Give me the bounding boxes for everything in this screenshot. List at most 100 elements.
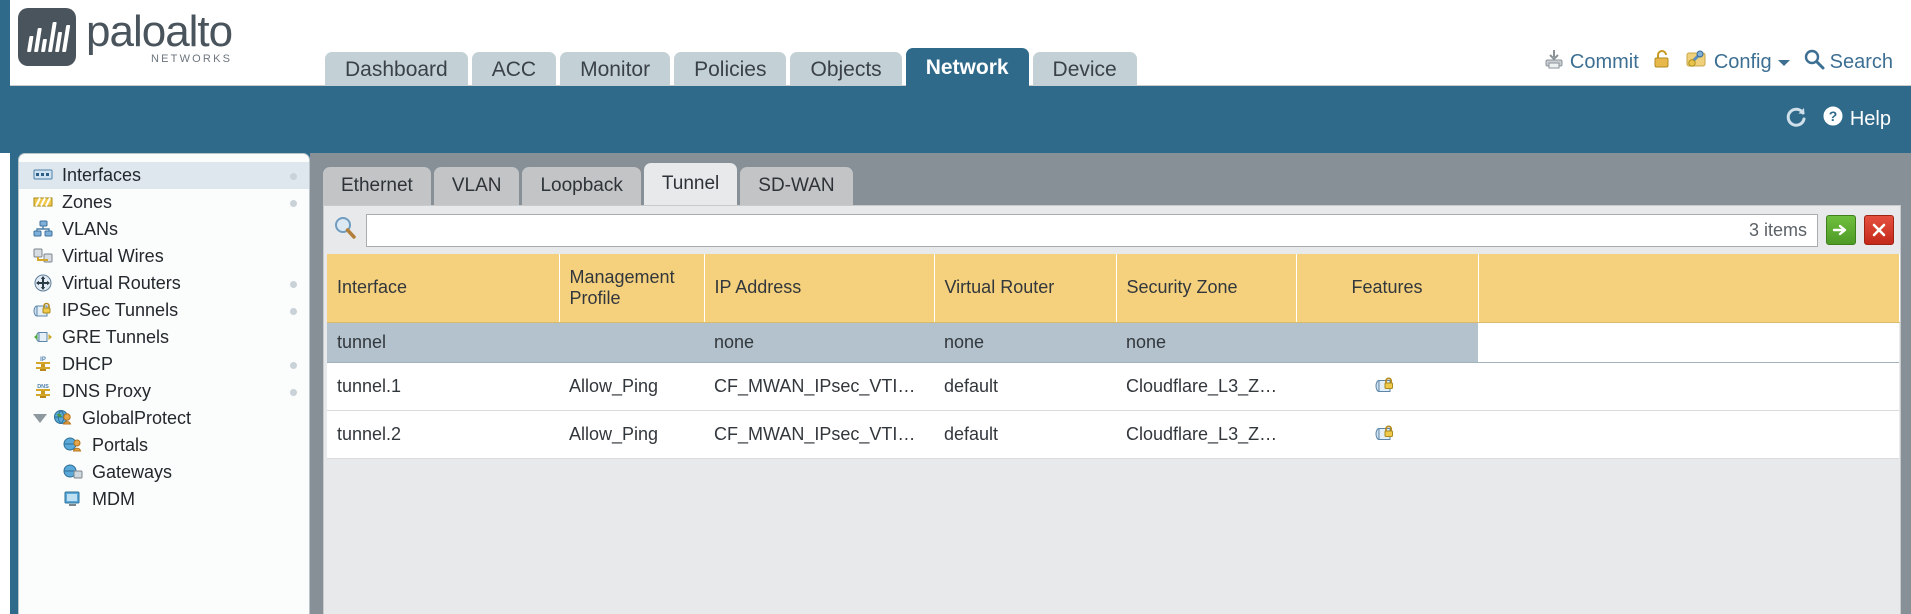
commit-icon	[1543, 48, 1565, 76]
sidebar-item-zones[interactable]: Zones	[19, 189, 309, 216]
dhcp-icon: IP	[33, 355, 55, 374]
expand-collapse-triangle-icon[interactable]	[33, 414, 47, 423]
sidebar-item-interfaces[interactable]: Interfaces	[19, 162, 309, 189]
sidebar-item-status-dot	[290, 200, 297, 207]
sidebar-item-gre-tunnels[interactable]: GRE Tunnels	[19, 324, 309, 351]
sidebar-item-label: DNS Proxy	[62, 381, 152, 401]
sidebar-item-virtual-routers[interactable]: Virtual Routers	[19, 270, 309, 297]
search-magnifier-icon	[332, 215, 358, 246]
cell-management-profile: Allow_Ping	[559, 362, 704, 411]
subtab-vlan[interactable]: VLAN	[433, 167, 520, 205]
virtual-routers-icon	[33, 274, 55, 293]
cell-management-profile	[559, 322, 704, 363]
mdm-icon	[63, 490, 85, 509]
cell-spacer	[1478, 322, 1899, 363]
cell-features	[1296, 322, 1478, 363]
sidebar-item-label: MDM	[92, 489, 135, 509]
nav-tab-device[interactable]: Device	[1032, 52, 1137, 88]
column-header-interface[interactable]: Interface	[327, 254, 560, 323]
cell-ip-address: none	[704, 322, 934, 363]
refresh-icon[interactable]	[1783, 105, 1809, 134]
sidebar-item-globalprotect[interactable]: GlobalProtect	[19, 405, 309, 432]
sidebar-item-virtual-wires[interactable]: Virtual Wires	[19, 243, 309, 270]
commit-button[interactable]: Commit	[1543, 48, 1639, 76]
brand-tagline: NETWORKS	[150, 53, 233, 65]
commit-label: Commit	[1569, 50, 1639, 73]
search-button[interactable]: Search	[1803, 48, 1893, 76]
cell-interface[interactable]: tunnel.1	[327, 362, 559, 411]
sidebar-item-label: IPSec Tunnels	[62, 300, 179, 320]
config-icon	[1685, 48, 1709, 76]
cell-virtual-router: default	[934, 362, 1116, 411]
sidebar-item-status-dot	[290, 308, 297, 315]
secondary-blue-band	[0, 86, 1911, 153]
sidebar-item-status-dot	[290, 173, 297, 180]
clear-filter-button[interactable]	[1864, 215, 1894, 245]
zones-icon	[33, 193, 55, 212]
sidebar-item-gateways[interactable]: Gateways	[19, 459, 309, 486]
sidebar-item-portals[interactable]: Portals	[19, 432, 309, 459]
svg-text:DNS: DNS	[37, 384, 49, 390]
sidebar-item-dns-proxy[interactable]: DNS DNS Proxy	[19, 378, 309, 405]
blue-band-actions: ? Help	[1783, 104, 1891, 134]
cell-ip-address: CF_MWAN_IPsec_VTI_02_…	[704, 410, 934, 459]
cell-ip-address: CF_MWAN_IPsec_VTI_01_…	[704, 362, 934, 411]
cell-security-zone: Cloudflare_L3_Zone	[1116, 410, 1296, 459]
column-header-ip-address[interactable]: IP Address	[704, 254, 935, 323]
paloalto-logo-icon	[18, 8, 76, 66]
sidebar-item-vlans[interactable]: VLANs	[19, 216, 309, 243]
nav-tab-dashboard[interactable]: Dashboard	[325, 52, 468, 88]
nav-tab-policies[interactable]: Policies	[674, 52, 787, 88]
nav-tab-objects[interactable]: Objects	[790, 52, 902, 88]
cell-interface[interactable]: tunnel	[327, 322, 559, 363]
nav-tab-network[interactable]: Network	[905, 48, 1029, 88]
sidebar-item-ipsec-tunnels[interactable]: IPSec Tunnels	[19, 297, 309, 324]
sidebar-item-mdm[interactable]: MDM	[19, 486, 309, 513]
subtab-sd-wan[interactable]: SD-WAN	[740, 167, 853, 205]
ipsec-lock-icon	[1374, 377, 1400, 400]
cell-features	[1296, 410, 1478, 459]
nav-tab-acc[interactable]: ACC	[471, 52, 557, 88]
search-row: 3 items	[324, 206, 1902, 254]
tunnel-panel: 3 items	[323, 205, 1901, 614]
gre-tunnels-icon	[33, 328, 55, 347]
cell-interface[interactable]: tunnel.2	[327, 410, 559, 459]
subtab-ethernet[interactable]: Ethernet	[323, 167, 431, 205]
apply-filter-button[interactable]	[1826, 215, 1856, 245]
sidebar-item-status-dot	[290, 281, 297, 288]
column-header-spacer	[1478, 254, 1900, 323]
sidebar-item-label: Zones	[62, 192, 113, 212]
sidebar-item-label: GlobalProtect	[82, 408, 192, 428]
help-button[interactable]: ? Help	[1821, 104, 1891, 134]
column-header-security-zone[interactable]: Security Zone	[1116, 254, 1297, 323]
column-header-features[interactable]: Features	[1296, 254, 1479, 323]
globalprotect-icon	[53, 409, 75, 428]
svg-text:IP: IP	[40, 357, 46, 363]
lock-icon[interactable]	[1651, 48, 1673, 76]
svg-text:?: ?	[1829, 108, 1838, 124]
cell-virtual-router: none	[934, 322, 1116, 363]
portals-icon	[63, 436, 85, 455]
subtab-tunnel[interactable]: Tunnel	[643, 163, 738, 205]
nav-tab-monitor[interactable]: Monitor	[560, 52, 671, 88]
sidebar-item-label: VLANs	[62, 219, 119, 239]
column-header-virtual-router[interactable]: Virtual Router	[934, 254, 1117, 323]
virtual-wires-icon	[33, 247, 55, 266]
sidebar-item-label: Interfaces	[62, 165, 142, 185]
subtab-loopback[interactable]: Loopback	[522, 167, 641, 205]
items-count: 3 items	[1748, 219, 1807, 240]
filter-input[interactable]: 3 items	[366, 213, 1818, 247]
config-dropdown[interactable]: Config	[1685, 48, 1791, 76]
interfaces-icon	[33, 166, 55, 185]
sidebar-item-status-dot	[290, 362, 297, 369]
search-icon	[1803, 48, 1825, 76]
column-header-management-profile[interactable]: Management Profile	[559, 254, 705, 323]
cell-features	[1296, 362, 1478, 411]
sidebar-item-label: Virtual Routers	[62, 273, 181, 293]
